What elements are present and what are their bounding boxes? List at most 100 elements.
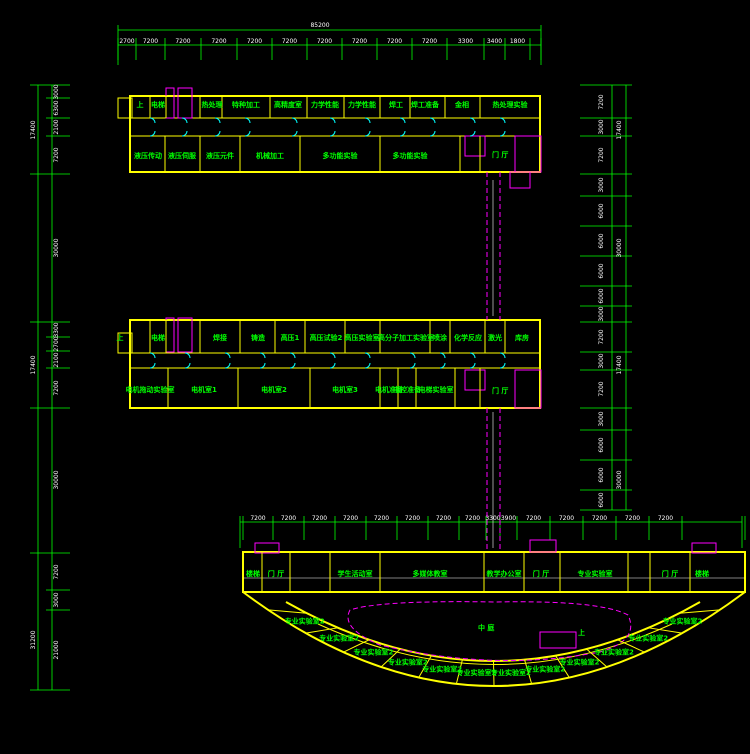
door-swing bbox=[499, 362, 506, 369]
room-label-b2-north: 高压1 bbox=[281, 333, 300, 342]
dim-right-g2-total: 30000 bbox=[616, 470, 623, 489]
dim-right-g2-p2: 6000 bbox=[598, 437, 605, 452]
door-swing bbox=[244, 117, 251, 124]
room-label-b2-south: 电机室2 bbox=[261, 385, 287, 394]
room-label-b2-north: 库房 bbox=[515, 333, 529, 342]
dim-top-segment: 2700 bbox=[119, 38, 134, 45]
dim-left-gap2: 30000 bbox=[53, 470, 60, 489]
door-swing bbox=[439, 362, 446, 369]
door-swing bbox=[329, 352, 336, 359]
dim-mid-segment: 7200 bbox=[374, 515, 389, 522]
dim-right-b1-p2: 3000 bbox=[598, 119, 605, 134]
partition-wall bbox=[305, 627, 339, 634]
room-label-b1-south: 机械加工 bbox=[256, 151, 284, 160]
room-label-b2-north: 高压实验室 bbox=[345, 333, 380, 342]
room-label-b1-north: 金相 bbox=[454, 100, 469, 109]
room-label-b3-north: 教学办公室 bbox=[486, 569, 522, 578]
room-label-b3-arc: 专业实验室2 bbox=[388, 658, 428, 667]
room-label-b2-north: 电梯 bbox=[151, 333, 165, 342]
door-swing bbox=[429, 130, 436, 137]
room-label-b3-north: 楼梯 bbox=[695, 569, 709, 578]
dim-top-segment: 7200 bbox=[422, 38, 437, 45]
door-swing bbox=[499, 130, 506, 137]
room-label-b3-arc: 专业实验室2 bbox=[319, 634, 359, 643]
dim-left-b1-p1: 3000 bbox=[53, 84, 60, 99]
room-label-b2-south: 电机准备 bbox=[375, 385, 404, 394]
building-block-1: 上电梯热处理特种加工高精度室力学性能力学性能焊工焊工准备金相热处理实验 液压传动… bbox=[117, 87, 542, 189]
dim-right-b2-p3: 7200 bbox=[598, 381, 605, 396]
dim-right-g1-p6: 3000 bbox=[598, 306, 605, 321]
room-label-b1-north: 上 bbox=[137, 100, 144, 109]
door-swing bbox=[149, 117, 156, 124]
dim-right-g2-p4: 6000 bbox=[598, 492, 605, 507]
door-swing bbox=[364, 130, 371, 137]
room-label-b2-north: 铸造 bbox=[251, 333, 266, 342]
dim-top-segment: 3400 bbox=[487, 38, 502, 45]
door-swing bbox=[364, 362, 371, 369]
room-label-b2-north: 喷涂 bbox=[433, 333, 447, 342]
dim-top-segment: 7200 bbox=[175, 38, 190, 45]
dim-left-b3-p2: 3000 bbox=[53, 592, 60, 607]
room-label-b3-arc: 专业实验室2 bbox=[628, 634, 668, 643]
dim-right-b1-total: 17400 bbox=[616, 120, 623, 139]
room-label-b2-north: 化学反应 bbox=[454, 333, 482, 342]
dim-left-b2-total: 17400 bbox=[30, 355, 37, 374]
door-swing bbox=[399, 130, 406, 137]
room-label-b2-north: 高压试验2 bbox=[310, 333, 343, 342]
dim-top-segment: 3300 bbox=[458, 38, 473, 45]
partition-wall bbox=[455, 659, 463, 685]
dim-mid-segment: 7200 bbox=[658, 515, 673, 522]
room-label-b2-south: 电控准备 bbox=[393, 385, 422, 394]
dim-mid-segment: 7200 bbox=[250, 515, 265, 522]
room-label-b3-north: 多媒体教室 bbox=[413, 569, 448, 578]
dim-top-segment: 7200 bbox=[211, 38, 226, 45]
dim-mid-segment: 7200 bbox=[436, 515, 451, 522]
room-label-b2-north: 高分子加工实验室 bbox=[378, 333, 434, 342]
dim-left-b1-total: 17400 bbox=[30, 120, 37, 139]
door-swing bbox=[469, 362, 476, 369]
room-label-b2-south: 电机拖动实验室 bbox=[126, 385, 175, 394]
dim-left-b3-p1: 7200 bbox=[53, 564, 60, 579]
door-swing bbox=[224, 362, 231, 369]
room-label-b1-north: 热处理 bbox=[202, 100, 223, 109]
room-label-b2-south: 电机室3 bbox=[332, 385, 358, 394]
room-label-b3-arc: 专业实验室2 bbox=[354, 647, 394, 656]
door-swing bbox=[329, 362, 336, 369]
room-label-b3-arc: 专业实验室2 bbox=[525, 665, 565, 674]
partition-wall bbox=[648, 627, 683, 634]
room-label-b1-north: 特种加工 bbox=[232, 100, 260, 109]
room-label-b3-north: 学生活动室 bbox=[338, 569, 373, 578]
room-label-b3-north: 门 厅 bbox=[662, 569, 678, 578]
door-swing bbox=[439, 352, 446, 359]
dim-left-b1-p3: 2100 bbox=[53, 119, 60, 134]
room-label-b1-south: 多功能实验 bbox=[323, 151, 359, 160]
partition-wall bbox=[380, 648, 401, 668]
room-label-b3-arc: 专业实验室2 bbox=[422, 665, 462, 674]
dim-right-g1-p4: 6000 bbox=[598, 263, 605, 278]
room-label-b2-south: 电机室1 bbox=[191, 385, 217, 394]
door-swing bbox=[214, 130, 221, 137]
room-label-b3-arc: 专业实验室2 bbox=[285, 616, 325, 625]
door-swing bbox=[244, 130, 251, 137]
dim-top-segment: 1800 bbox=[510, 38, 525, 45]
dim-mid-segment: 7200 bbox=[592, 515, 607, 522]
room-label-b2-north: 上 bbox=[117, 333, 124, 342]
door-swing bbox=[184, 352, 191, 359]
building-block-3: 楼梯门 厅学生活动室多媒体教室教学办公室门 厅专业实验室门 厅楼梯 专业实验室2… bbox=[242, 539, 746, 687]
room-label-b3-north: 门 厅 bbox=[268, 569, 284, 578]
dim-right-g1-p2: 6000 bbox=[598, 203, 605, 218]
left-dimension-chain: 3000 6300 2100 7200 17400 30000 3300 270… bbox=[30, 84, 70, 691]
dim-right-b2-p2: 3000 bbox=[598, 353, 605, 368]
door-swing bbox=[364, 352, 371, 359]
dim-right-b2-p1: 7200 bbox=[598, 329, 605, 344]
dim-right-b1-p1: 7200 bbox=[598, 94, 605, 109]
partition-wall bbox=[343, 639, 370, 653]
door-swing bbox=[149, 352, 156, 359]
dim-mid-segment: 7200 bbox=[559, 515, 574, 522]
courtyard-label: 中 庭 bbox=[478, 623, 495, 632]
partition-wall bbox=[586, 648, 608, 668]
dim-right-g1-p5: 6000 bbox=[598, 288, 605, 303]
dim-left-b3-total: 31200 bbox=[30, 630, 37, 649]
